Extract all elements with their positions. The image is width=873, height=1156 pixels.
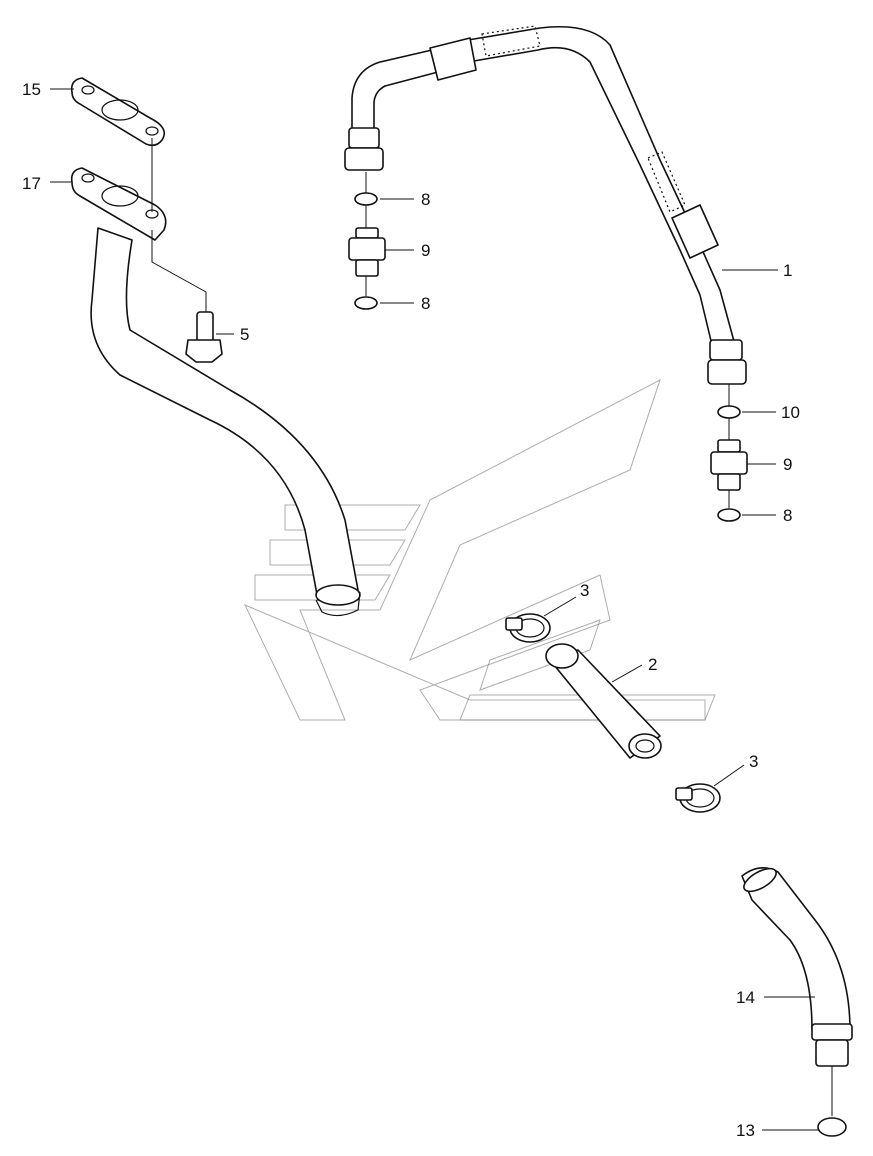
callout-15: 15 (22, 80, 41, 99)
flange-bolt (185, 311, 223, 363)
callout-3-lower: 3 (749, 752, 758, 771)
bent-pipe (741, 867, 853, 1067)
rubber-hose (545, 643, 662, 759)
callout-9-upper: 9 (421, 241, 430, 260)
o-ring-upper (354, 192, 378, 206)
callout-5: 5 (240, 325, 249, 344)
background-watermark (243, 378, 716, 721)
hose-clamp-lower (675, 783, 721, 813)
right-fittings (710, 384, 748, 522)
callout-3-upper: 3 (580, 581, 589, 600)
adapter-fitting-right (710, 439, 748, 491)
callout-2: 2 (648, 655, 657, 674)
gasket (70, 77, 166, 147)
adapter-fitting-upper (348, 227, 386, 277)
callout-1: 1 (783, 261, 792, 280)
callout-8-right: 8 (783, 506, 792, 525)
callout-13: 13 (736, 1121, 755, 1140)
oil-return-pipe-flange (70, 167, 361, 617)
o-ring-bottom (817, 1117, 847, 1137)
callout-9-right: 9 (783, 455, 792, 474)
callout-14: 14 (736, 988, 755, 1007)
callout-10: 10 (781, 403, 800, 422)
o-ring-right-upper (717, 405, 741, 419)
callout-17: 17 (22, 174, 41, 193)
o-ring-right-lower (717, 508, 741, 522)
upper-left-fittings (348, 172, 386, 310)
o-ring-lower (354, 296, 378, 310)
hose-clamp-upper (505, 613, 551, 643)
callout-8-middle: 8 (421, 294, 430, 313)
callout-8-upper: 8 (421, 190, 430, 209)
hose-assembly (344, 25, 747, 385)
